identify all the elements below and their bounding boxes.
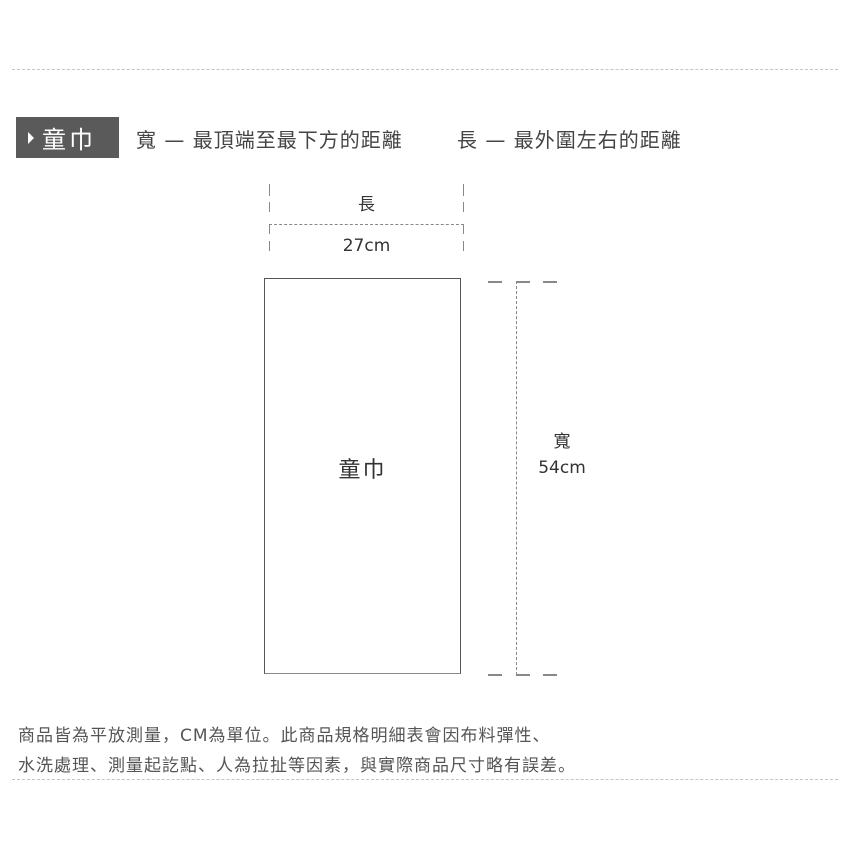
length-left-tick — [269, 224, 270, 234]
length-label: 長 — [358, 195, 375, 215]
section-title: 童巾 — [42, 126, 96, 154]
length-dimension-line — [269, 224, 464, 225]
length-left-tick — [269, 241, 270, 251]
width-bottom-mark — [543, 674, 557, 676]
length-right-tick — [463, 224, 464, 234]
width-value: 54cm — [538, 458, 586, 478]
width-top-mark — [488, 281, 502, 283]
legend-length-definition: 長 — 最外圍左右的距離 — [457, 128, 682, 152]
length-right-tick — [463, 184, 464, 196]
note-line-2: 水洗處理、測量起訖點、人為拉扯等因素，與實際商品尺寸略有誤差。 — [18, 756, 576, 776]
width-top-mark — [543, 281, 557, 283]
towel-outline — [264, 278, 461, 674]
top-divider — [12, 69, 838, 70]
legend-width-definition: 寬 — 最頂端至最下方的距離 — [136, 128, 403, 152]
caret-right-icon — [28, 131, 34, 144]
length-value: 27cm — [342, 236, 391, 256]
section-header: 童巾 — [16, 117, 119, 158]
bottom-divider — [12, 779, 838, 780]
width-bottom-mark — [516, 674, 530, 676]
width-label: 寬 — [553, 432, 571, 452]
towel-label: 童巾 — [338, 458, 387, 483]
length-right-tick — [463, 241, 464, 251]
width-bottom-mark — [488, 674, 502, 676]
width-top-mark — [516, 281, 530, 283]
length-left-tick — [269, 202, 270, 212]
length-left-tick — [269, 184, 270, 196]
note-line-1: 商品皆為平放測量，CM為單位。此商品規格明細表會因布料彈性、 — [18, 726, 551, 746]
length-right-tick — [463, 202, 464, 212]
width-dimension-line — [516, 281, 517, 675]
